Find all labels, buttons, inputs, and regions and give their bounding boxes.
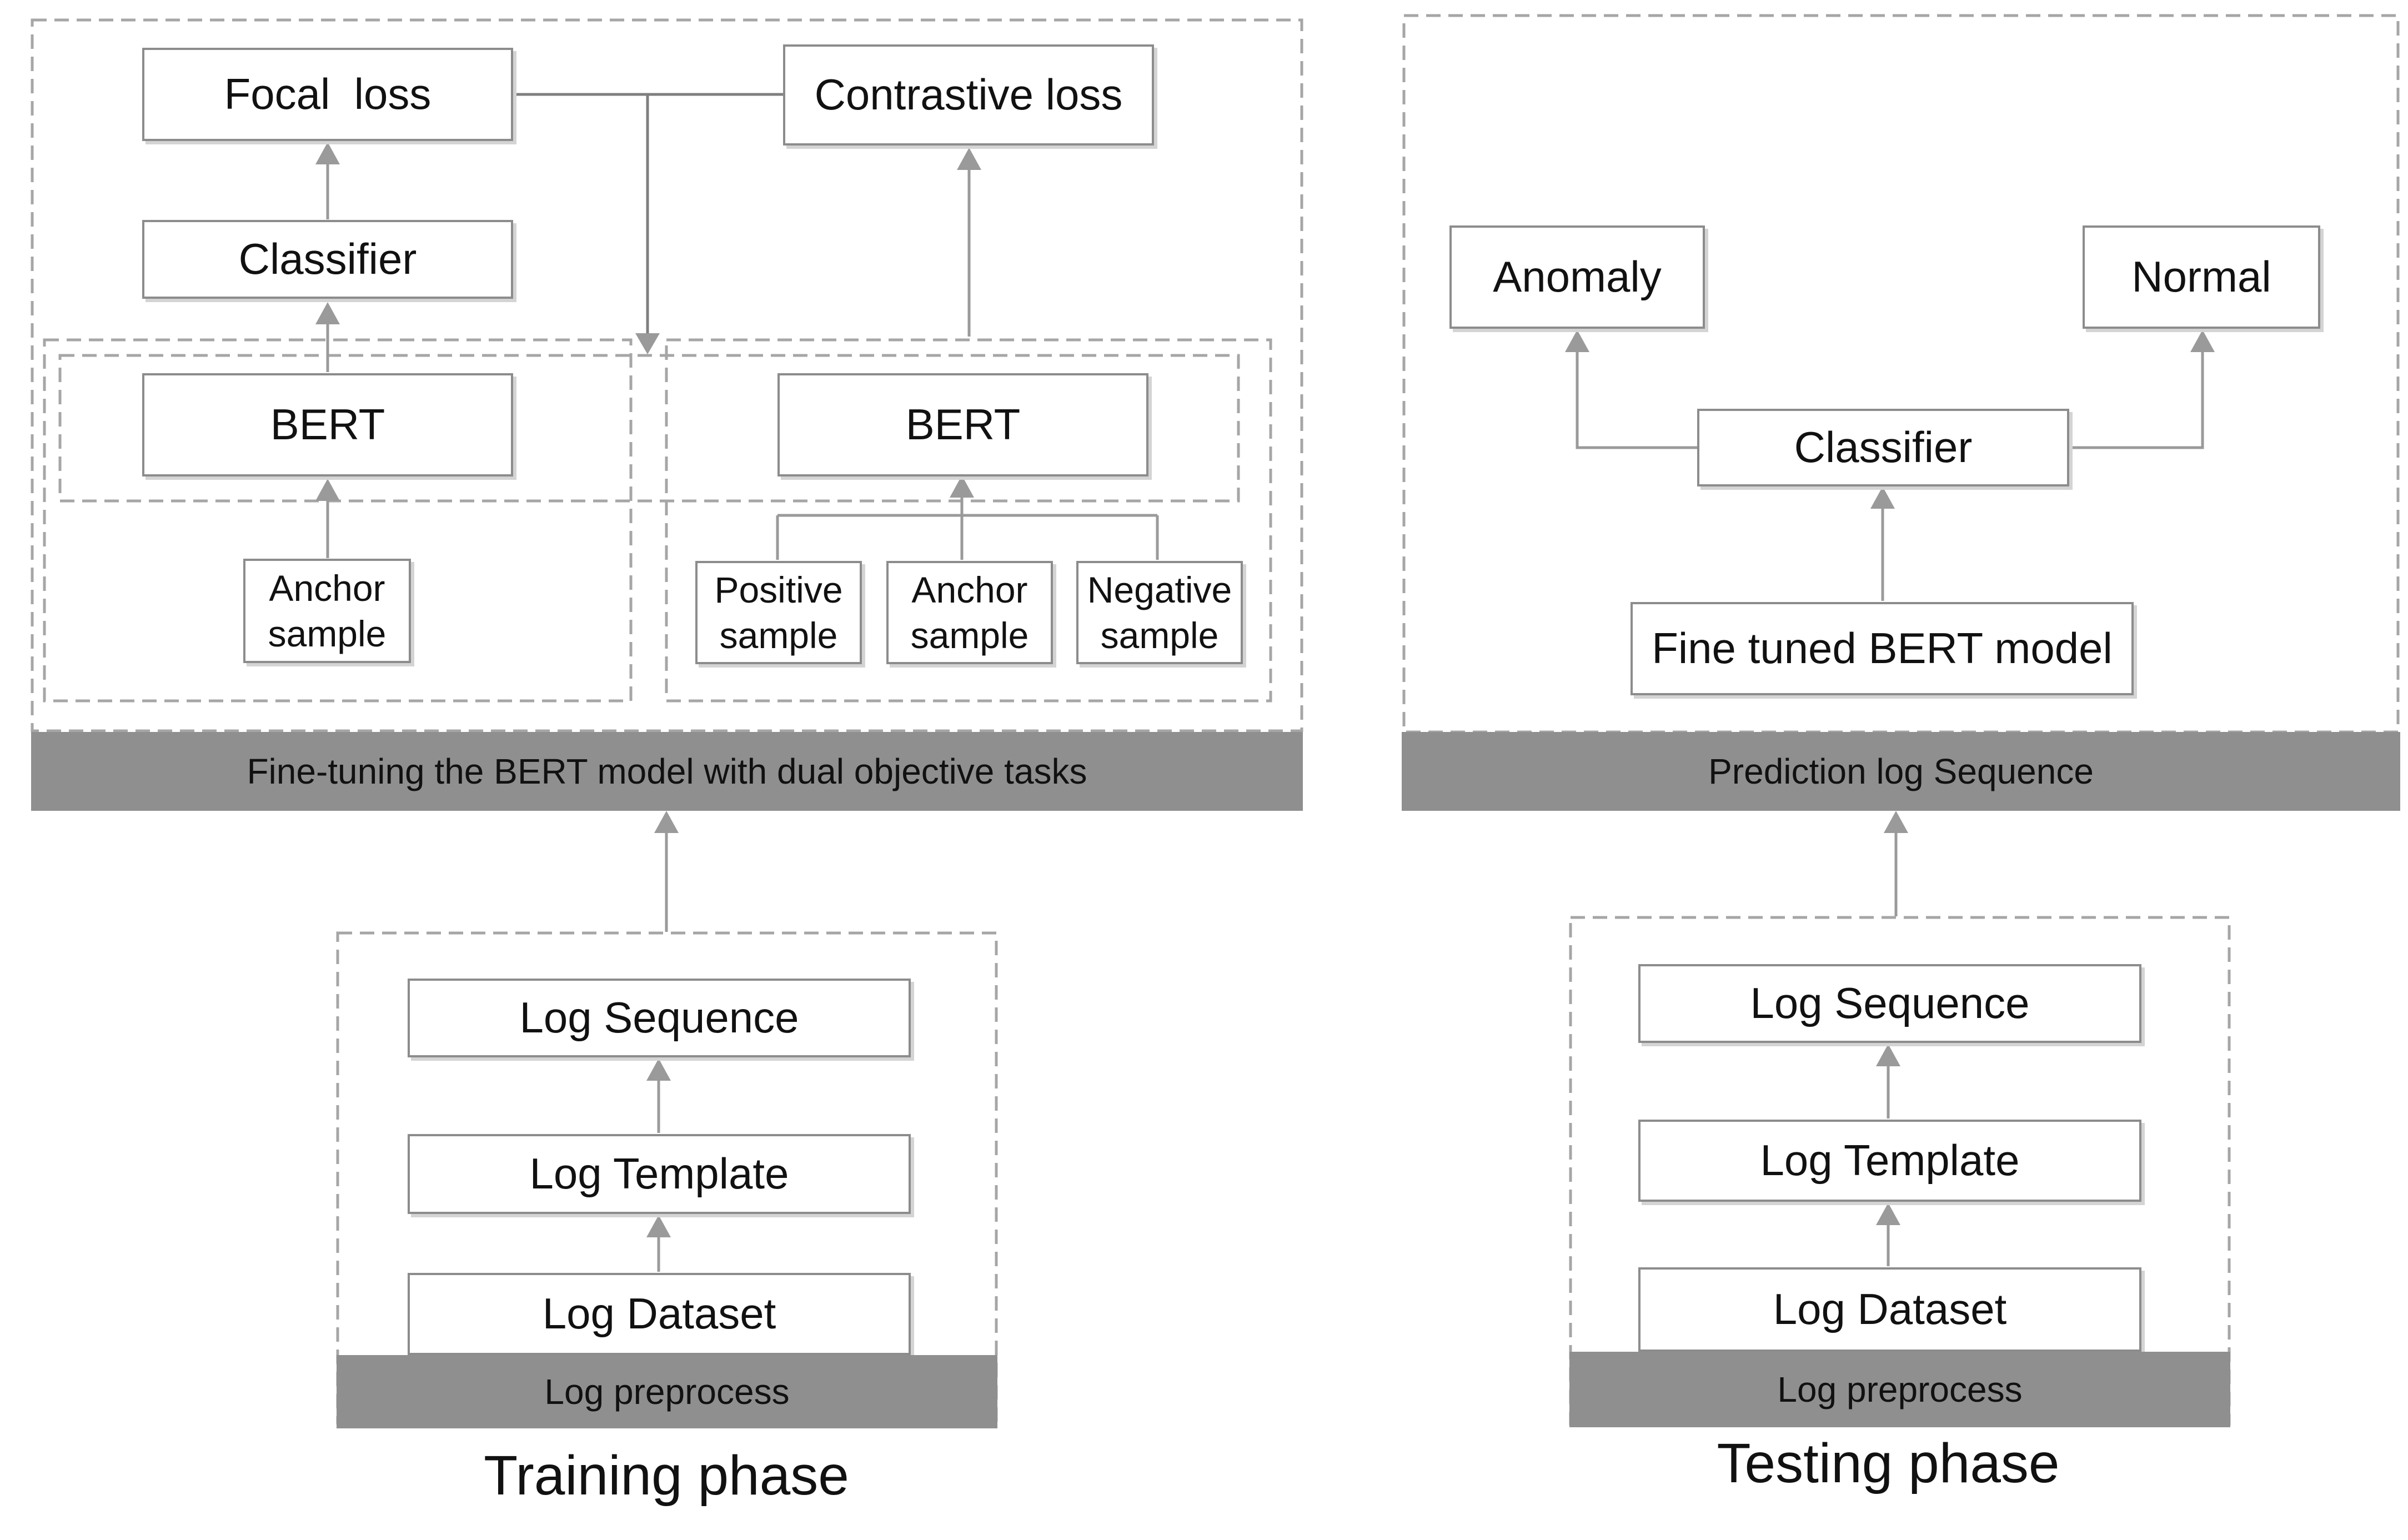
right-bert-group-frame (665, 338, 1272, 703)
positive-sample-box: Positive sample (695, 561, 862, 664)
testing-preprocess-bar: Log preprocess (1569, 1352, 2230, 1427)
testing-log-sequence-box: Log Sequence (1638, 964, 2141, 1043)
focal-loss-box: Focal loss (142, 48, 513, 141)
anchor-sample-right-box: Anchor sample (886, 561, 1053, 664)
normal-box: Normal (2083, 225, 2320, 329)
testing-log-template-box: Log Template (1638, 1120, 2141, 1202)
training-phase-caption: Training phase (484, 1444, 849, 1507)
finetune-bar: Fine-tuning the BERT model with dual obj… (31, 732, 1303, 811)
arrowhead-classifier-to-normal (2190, 330, 2215, 352)
arrowhead-dataset-to-template (646, 1215, 671, 1237)
negative-sample-box: Negative sample (1076, 561, 1243, 664)
testing-log-dataset-box: Log Dataset (1638, 1267, 2141, 1352)
arrowhead-finetuned-to-classifier (1870, 486, 1895, 509)
arrowhead-group-to-contrastive (957, 148, 981, 170)
arrowhead-bert-to-classifier (315, 302, 340, 324)
arrowhead-test-dataset-to-template (1876, 1203, 1900, 1225)
bert-row-frame (58, 354, 1240, 503)
arrowhead-template-to-sequence (646, 1059, 671, 1081)
left-bert-group-frame (43, 338, 633, 703)
arrow-classifier-to-anomaly (1576, 349, 1697, 449)
arrowhead-anchor-to-bert (315, 479, 340, 501)
prediction-bar: Prediction log Sequence (1402, 732, 2400, 811)
anomaly-box: Anomaly (1449, 225, 1705, 329)
training-log-template-box: Log Template (408, 1134, 911, 1214)
contrastive-loss-box: Contrastive loss (783, 44, 1154, 146)
arrowhead-classifier-to-focal (315, 142, 340, 164)
testing-phase-caption: Testing phase (1717, 1432, 2060, 1494)
finetuned-bert-box: Fine tuned BERT model (1631, 602, 2134, 695)
anchor-sample-left-box: Anchor sample (243, 559, 411, 663)
training-classifier-box: Classifier (142, 220, 513, 299)
arrow-classifier-to-normal (2069, 349, 2204, 449)
loss-join-arrowhead (635, 333, 660, 354)
arrowhead-test-template-to-sequence (1876, 1044, 1900, 1066)
arrowhead-preprocess-to-prediction (1884, 811, 1908, 833)
training-log-dataset-box: Log Dataset (408, 1273, 911, 1355)
arrowhead-classifier-to-anomaly (1565, 330, 1589, 352)
training-preprocess-bar: Log preprocess (337, 1355, 997, 1428)
testing-classifier-box: Classifier (1697, 409, 2069, 486)
training-finetune-frame (31, 18, 1303, 733)
bert-right-box: BERT (777, 373, 1148, 476)
training-log-sequence-box: Log Sequence (408, 979, 911, 1057)
arrowhead-samples-to-bert (950, 475, 974, 498)
bert-left-box: BERT (142, 373, 513, 476)
arrowhead-preprocess-to-finetune (654, 811, 679, 833)
